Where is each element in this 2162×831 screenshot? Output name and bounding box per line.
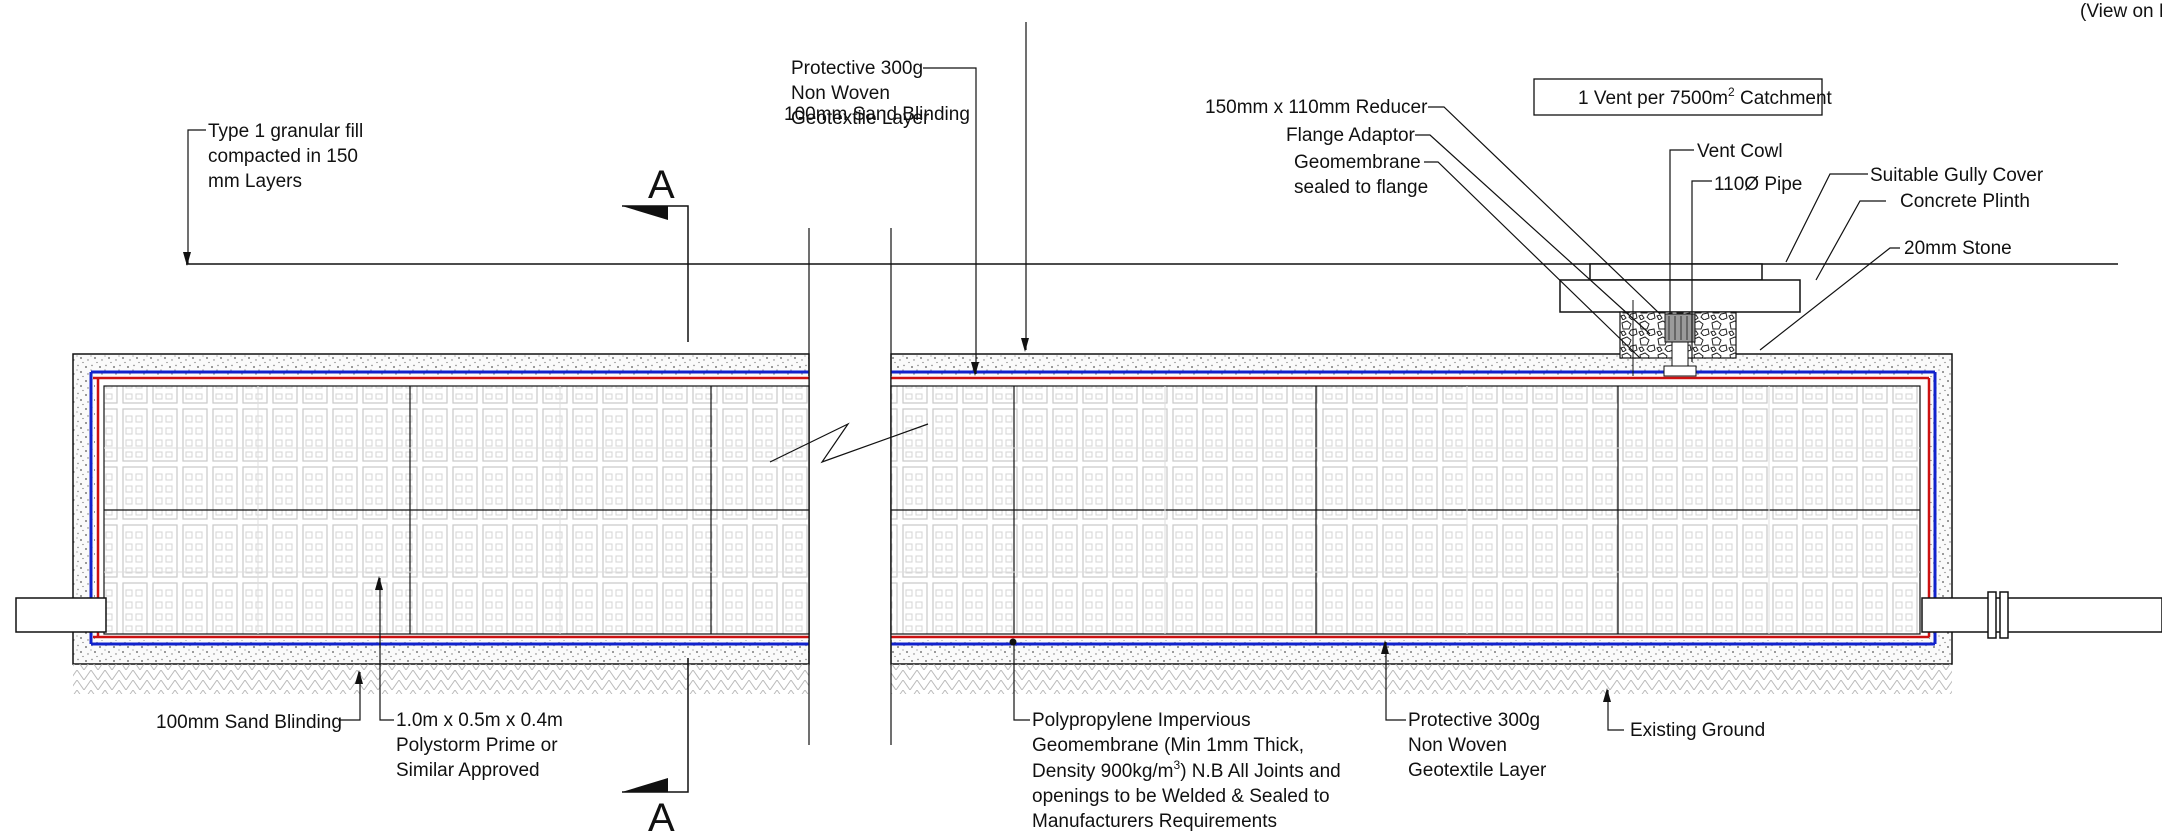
- label-granular-fill: Type 1 granular fill compacted in 150 mm…: [208, 121, 369, 192]
- label-concrete-plinth: Concrete Plinth: [1900, 191, 2030, 212]
- section-marker-top: A: [622, 163, 689, 342]
- vent-assembly: [1559, 263, 1801, 377]
- break-line: [769, 228, 929, 745]
- tank-right-section: [890, 353, 1953, 694]
- catchment-text: 1 Vent per 7500m: [1578, 88, 1728, 109]
- arrow-protective-bottom: [1381, 640, 1389, 654]
- label-sand-blinding-bottom: 100mm Sand Blinding: [156, 712, 342, 733]
- label-reducer: 150mm x 110mm Reducer: [1205, 97, 1428, 118]
- label-gully-cover: Suitable Gully Cover: [1870, 165, 2044, 186]
- arrow-sand-top: [1021, 338, 1029, 352]
- catchment-suffix: Catchment: [1735, 88, 1833, 109]
- view-on-plan-note: (View on Plan): [2080, 1, 2162, 22]
- arrow-granular-fill: [183, 252, 191, 266]
- label-protective-top: Protective 300g Non Woven Geotextile Lay…: [791, 58, 930, 129]
- arrow-sand-bottom: [355, 670, 363, 684]
- label-geomembrane: Polypropylene Impervious Geomembrane (Mi…: [1032, 710, 1346, 831]
- label-protective-bottom: Protective 300g Non Woven Geotextile Lay…: [1408, 710, 1547, 781]
- label-flange-adaptor: Flange Adaptor: [1286, 125, 1416, 146]
- dot-geomembrane: [1009, 638, 1017, 646]
- arrow-existing-ground: [1603, 688, 1611, 702]
- label-sand-blinding-top: 100mm Sand Blinding: [784, 104, 970, 125]
- label-geomembrane-flange: Geomembrane sealed to flange: [1294, 152, 1428, 198]
- catchment-sup: 2: [1728, 85, 1735, 99]
- arrow-polystorm: [375, 576, 383, 590]
- outlet-pipe: [1921, 591, 2162, 639]
- section-letter-bottom: A: [648, 796, 675, 831]
- svg-text:1 Vent per 7500m2 Catchment: 1 Vent per 7500m2 Catchment: [1578, 85, 1833, 109]
- catchment-note-box: 1 Vent per 7500m2 Catchment: [1533, 78, 1833, 116]
- label-vent-cowl: Vent Cowl: [1697, 141, 1783, 162]
- section-letter-top: A: [648, 163, 675, 207]
- inlet-pipe: [15, 597, 107, 633]
- label-polystorm: 1.0m x 0.5m x 0.4m Polystorm Prime or Si…: [396, 710, 568, 781]
- label-stone: 20mm Stone: [1904, 238, 2012, 259]
- leader-lines: [187, 22, 1900, 731]
- label-existing-ground: Existing Ground: [1630, 720, 1765, 741]
- tank-left-section: [72, 353, 810, 694]
- section-marker-bottom: A: [622, 658, 689, 831]
- arrow-protective-top: [971, 362, 979, 376]
- label-pipe: 110Ø Pipe: [1714, 174, 1802, 195]
